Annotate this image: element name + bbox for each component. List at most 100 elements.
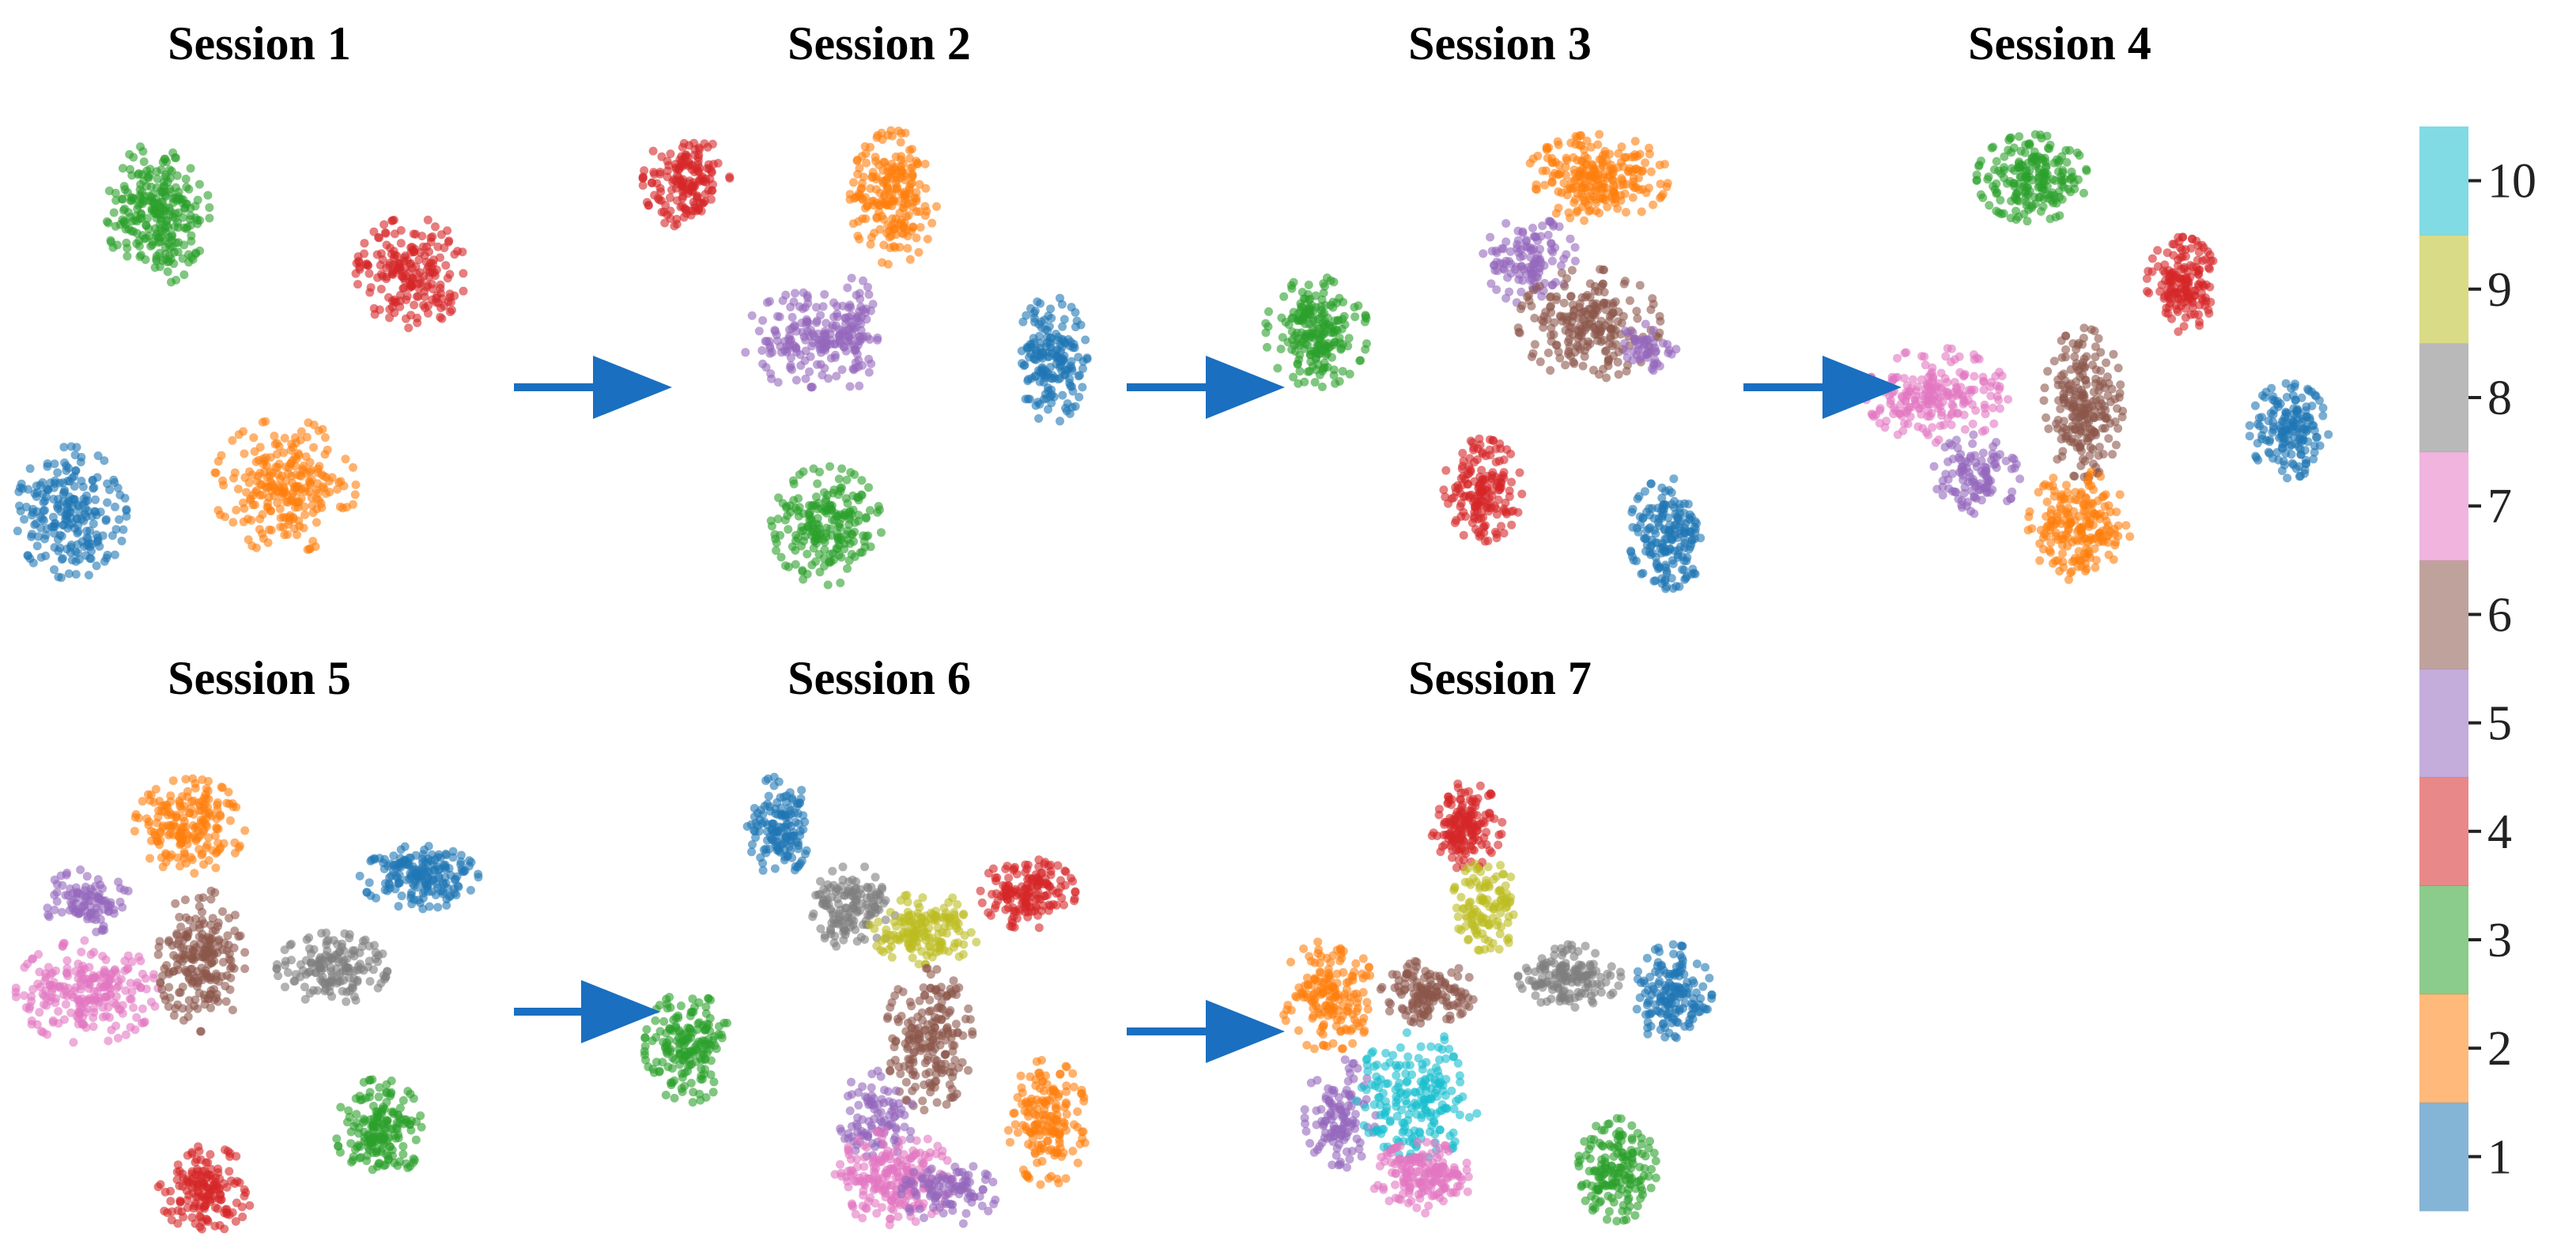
cluster-class-7 (1861, 344, 2013, 447)
data-point (1082, 354, 1092, 364)
data-point (1465, 454, 1475, 463)
data-point (2006, 133, 2015, 142)
data-point (247, 515, 256, 525)
data-point (2044, 424, 2053, 433)
data-point (2011, 459, 2021, 469)
data-point (922, 206, 931, 216)
data-point (1483, 536, 1493, 545)
data-point (1933, 404, 1943, 413)
data-point (2276, 399, 2285, 409)
data-point (1989, 419, 1999, 428)
data-point (2303, 437, 2313, 447)
data-point (233, 484, 243, 494)
data-point (791, 375, 801, 385)
data-point (1553, 137, 1562, 146)
data-point (2166, 278, 2176, 288)
data-point (1621, 326, 1630, 336)
data-point (2051, 528, 2060, 537)
data-point (1649, 576, 1659, 586)
data-point (1502, 509, 1512, 518)
data-point (855, 235, 864, 244)
data-point (1644, 524, 1653, 534)
data-point (1065, 341, 1075, 351)
data-point (240, 503, 249, 513)
data-point (398, 284, 408, 293)
data-point (823, 580, 833, 590)
data-point (1656, 317, 1665, 326)
data-point (1569, 153, 1578, 162)
cluster-class-2 (1525, 130, 1672, 225)
data-point (317, 469, 327, 479)
data-point (211, 849, 221, 858)
data-point (2094, 443, 2104, 452)
data-point (2061, 345, 2071, 354)
data-point (175, 796, 184, 805)
data-point (1657, 574, 1667, 583)
data-point (162, 216, 172, 225)
data-point (814, 329, 823, 338)
data-point (850, 345, 859, 355)
data-point (380, 220, 389, 229)
data-point (830, 353, 840, 362)
data-point (2251, 451, 2261, 461)
data-point (251, 488, 260, 497)
data-point (1570, 243, 1580, 252)
data-point (293, 530, 301, 540)
data-point (1913, 422, 1923, 432)
data-point (866, 142, 874, 152)
data-point (1305, 367, 1314, 376)
data-point (1507, 520, 1517, 530)
data-point (1350, 303, 1359, 312)
data-point (1622, 208, 1630, 217)
data-point (204, 856, 213, 865)
data-point (1968, 439, 1977, 448)
data-point (144, 173, 153, 183)
data-point (89, 1008, 99, 1017)
data-point (1959, 396, 1969, 405)
data-point (1630, 137, 1640, 146)
data-point (2310, 390, 2320, 400)
data-point (111, 525, 121, 534)
data-point (49, 495, 59, 503)
data-point (2011, 215, 2021, 224)
data-point (2053, 375, 2063, 384)
data-point (258, 529, 267, 538)
data-point (2077, 488, 2086, 497)
data-point (304, 487, 314, 496)
data-point (27, 1020, 36, 1029)
data-point (145, 164, 155, 174)
data-point (365, 288, 375, 297)
data-point (707, 187, 716, 196)
data-point (2257, 431, 2267, 440)
data-point (2254, 413, 2264, 423)
data-point (127, 171, 137, 180)
data-point (882, 175, 892, 184)
data-point (123, 964, 132, 974)
data-point (270, 432, 279, 441)
data-point (872, 198, 882, 208)
data-point (157, 801, 167, 811)
data-point (157, 165, 166, 175)
data-point (229, 518, 238, 527)
data-point (2040, 480, 2049, 489)
data-point (786, 303, 795, 311)
data-point (108, 243, 118, 252)
data-point (2115, 490, 2125, 500)
data-point (1057, 342, 1067, 352)
data-point (327, 473, 337, 482)
data-point (2318, 403, 2328, 413)
data-point (187, 236, 196, 246)
data-point (364, 269, 374, 278)
data-point (1547, 301, 1555, 311)
data-point (1494, 495, 1503, 504)
data-point (671, 164, 681, 174)
data-point (1989, 142, 1998, 152)
data-point (281, 462, 291, 472)
data-point (1985, 201, 1994, 210)
data-point (369, 227, 379, 236)
data-point (1547, 239, 1556, 248)
data-point (1021, 394, 1030, 404)
data-point (778, 296, 788, 305)
data-point (92, 903, 101, 913)
data-point (880, 157, 890, 167)
